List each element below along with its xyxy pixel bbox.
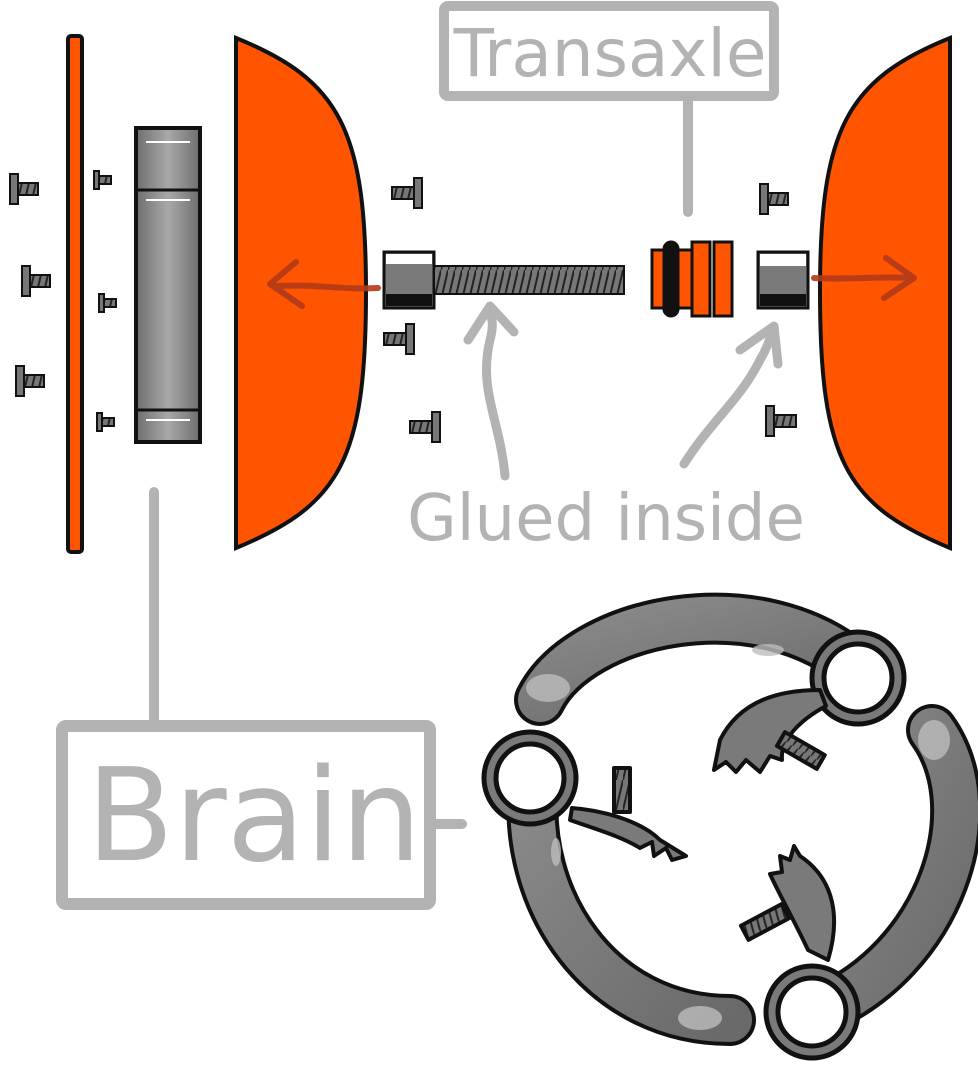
axle-right-bearing	[756, 250, 810, 310]
transaxle-label: Transaxle	[453, 15, 767, 92]
left-assembly-arrow	[267, 259, 381, 309]
transaxle-spacers	[650, 240, 734, 318]
right-assembly-arrow	[811, 255, 917, 301]
brain-label: Brain	[86, 742, 422, 891]
left-hub-half	[234, 35, 369, 551]
glued-inside-arrows	[463, 301, 783, 481]
brain-callout	[56, 487, 467, 910]
right-hub-half	[817, 35, 952, 551]
left-side-plate	[66, 34, 84, 554]
threaded-axle	[433, 265, 625, 295]
brain-bearing-stack	[134, 126, 202, 444]
brain-mechanism	[481, 592, 978, 1061]
transaxle-callout	[439, 1, 779, 217]
glued-inside-label: Glued inside	[407, 482, 805, 556]
axle-left-bearing	[382, 250, 436, 310]
screw-icon	[9, 170, 797, 443]
